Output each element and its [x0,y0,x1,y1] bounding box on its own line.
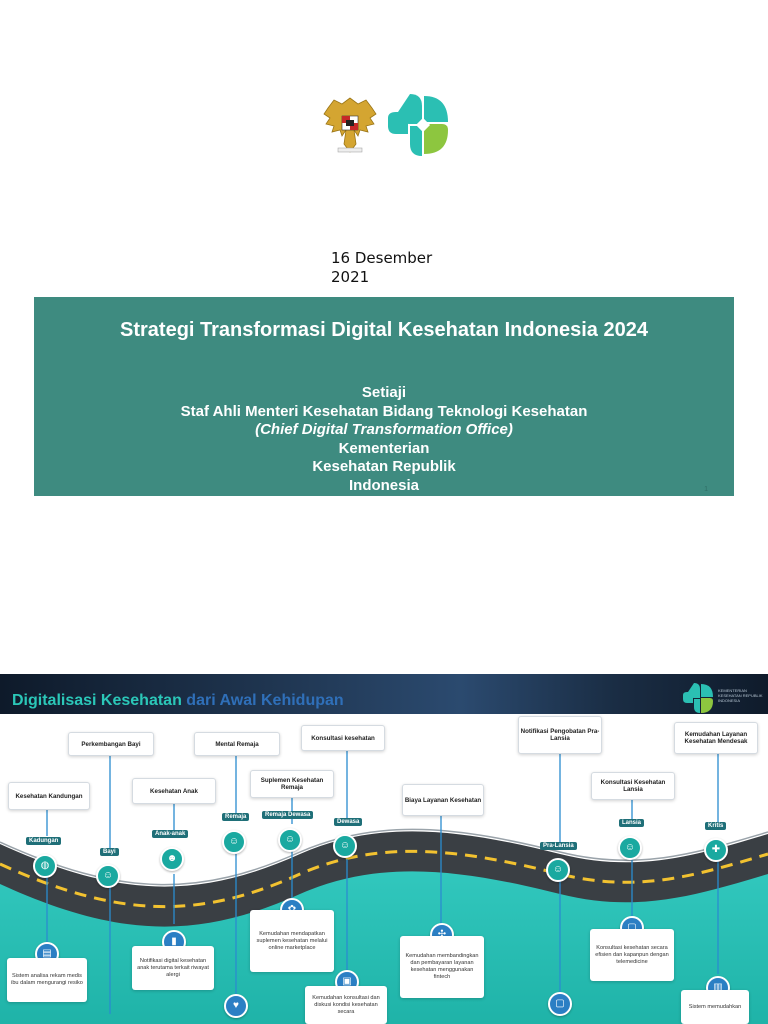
label-perkembangan-bayi: Perkembangan Bayi [68,732,154,756]
reminder-icon: ▢ [548,992,572,1016]
pregnancy-icon: ◍ [33,854,57,878]
title-part-2: dari Awal Kehidupan [186,692,344,709]
label-kesehatan-anak: Kesehatan Anak [132,778,216,804]
mental-health-icon: ♥ [224,994,248,1018]
stage-remaja-dewasa: Remaja Dewasa [262,811,314,819]
critical-care-icon: ✚ [704,838,728,862]
desc-suplemen: Kemudahan mendapatkan suplemen kesehatan… [250,910,334,972]
label-konsultasi-lansia: Konsultasi Kesehatan Lansia [591,772,675,800]
org-line-2: Kesehatan Republik [312,458,456,475]
desc-rekam-medis: Sistem analisa rekam medis ibu dalam men… [7,958,87,1002]
title-part-1: Digitalisasi Kesehatan [12,692,182,709]
presentation-title: Strategi Transformasi Digital Kesehatan … [120,319,648,341]
page-number: 1 [704,486,708,493]
connector-lines [46,750,719,1014]
ministry-logo: KEMENTERIAN KESEHATAN REPUBLIK INDONESIA [682,683,766,715]
title-banner: Strategi Transformasi Digital Kesehatan … [34,297,734,496]
label-konsultasi-kesehatan: Konsultasi kesehatan [301,725,385,751]
infographic-slide: Digitalisasi Kesehatan dari Awal Kehidup… [0,674,768,1024]
garuda-emblem-icon [323,97,377,153]
pre-elderly-icon: ☺ [546,858,570,882]
org-line-1: Kementerian [338,439,430,457]
children-icon: ☻ [160,847,184,871]
desc-notifikasi-anak: Notifikasi digital kesehatan anak teruta… [132,946,214,990]
stage-dewasa: Dewasa [334,818,363,826]
desc-kemudahan: Sistem memudahkan [681,990,749,1024]
label-biaya-layanan: Biaya Layanan Kesehatan [402,784,484,816]
date: 16 Desember 2021 [331,249,481,287]
stage-pra-lansia: Pra-Lansia [540,842,577,850]
desc-biaya: Kemudahan membandingkan dan pembayaran l… [400,936,484,998]
label-notifikasi-pralansia: Notifikasi Pengobatan Pra-Lansia [518,716,602,754]
young-adult-icon: ☺ [278,828,302,852]
logos [320,92,450,158]
elderly-icon: ☺ [618,836,642,860]
stage-kritis: Kritis [705,822,727,830]
road-surface [0,831,768,927]
kemenkes-small-logo-icon [683,683,713,713]
slide-header: Digitalisasi Kesehatan dari Awal Kehidup… [0,674,768,714]
baby-icon: ☺ [96,864,120,888]
date-line1: 16 Desember [331,249,433,267]
presenter-info: Setiaji Staf Ahli Menteri Kesehatan Bida… [34,384,734,495]
stage-kadungan: Kadungan [26,837,62,845]
title-slide: 16 Desember 2021 Strategi Transformasi D… [34,92,734,496]
stage-remaja: Remaja [222,813,250,821]
presenter-office: (Chief Digital Transformation Office) [255,421,513,438]
label-mental-remaja: Mental Remaja [194,732,280,756]
teen-icon: ☺ [222,830,246,854]
stage-lansia: Lansia [619,819,645,827]
label-kesehatan-kandungan: Kesehatan Kandungan [8,782,90,810]
ministry-text: KEMENTERIAN KESEHATAN REPUBLIK INDONESIA [718,688,763,703]
presenter-role: Staf Ahli Menteri Kesehatan Bidang Tekno… [180,402,588,420]
desc-telemedicine: Konsultasi kesehatan secara efisien dan … [590,929,674,981]
road-edge-line [0,828,768,886]
kemenkes-logo-icon [388,94,448,156]
slide-title: Digitalisasi Kesehatan dari Awal Kehidup… [12,692,344,710]
org-line-3: Indonesia [348,476,419,494]
date-line2: 2021 [331,268,370,286]
stage-bayi: Bayi [100,848,119,856]
desc-konsultasi: Kemudahan konsultasi dan diskusi kondisi… [305,986,387,1024]
presenter-name: Setiaji [361,384,407,401]
stage-anak-anak: Anak-anak [152,830,189,838]
label-suplemen-remaja: Suplemen Kesehatan Remaja [250,770,334,798]
adult-icon: ☺ [333,834,357,858]
label-kemudahan-layanan: Kemudahan Layanan Kesehatan Mendesak [674,722,758,754]
